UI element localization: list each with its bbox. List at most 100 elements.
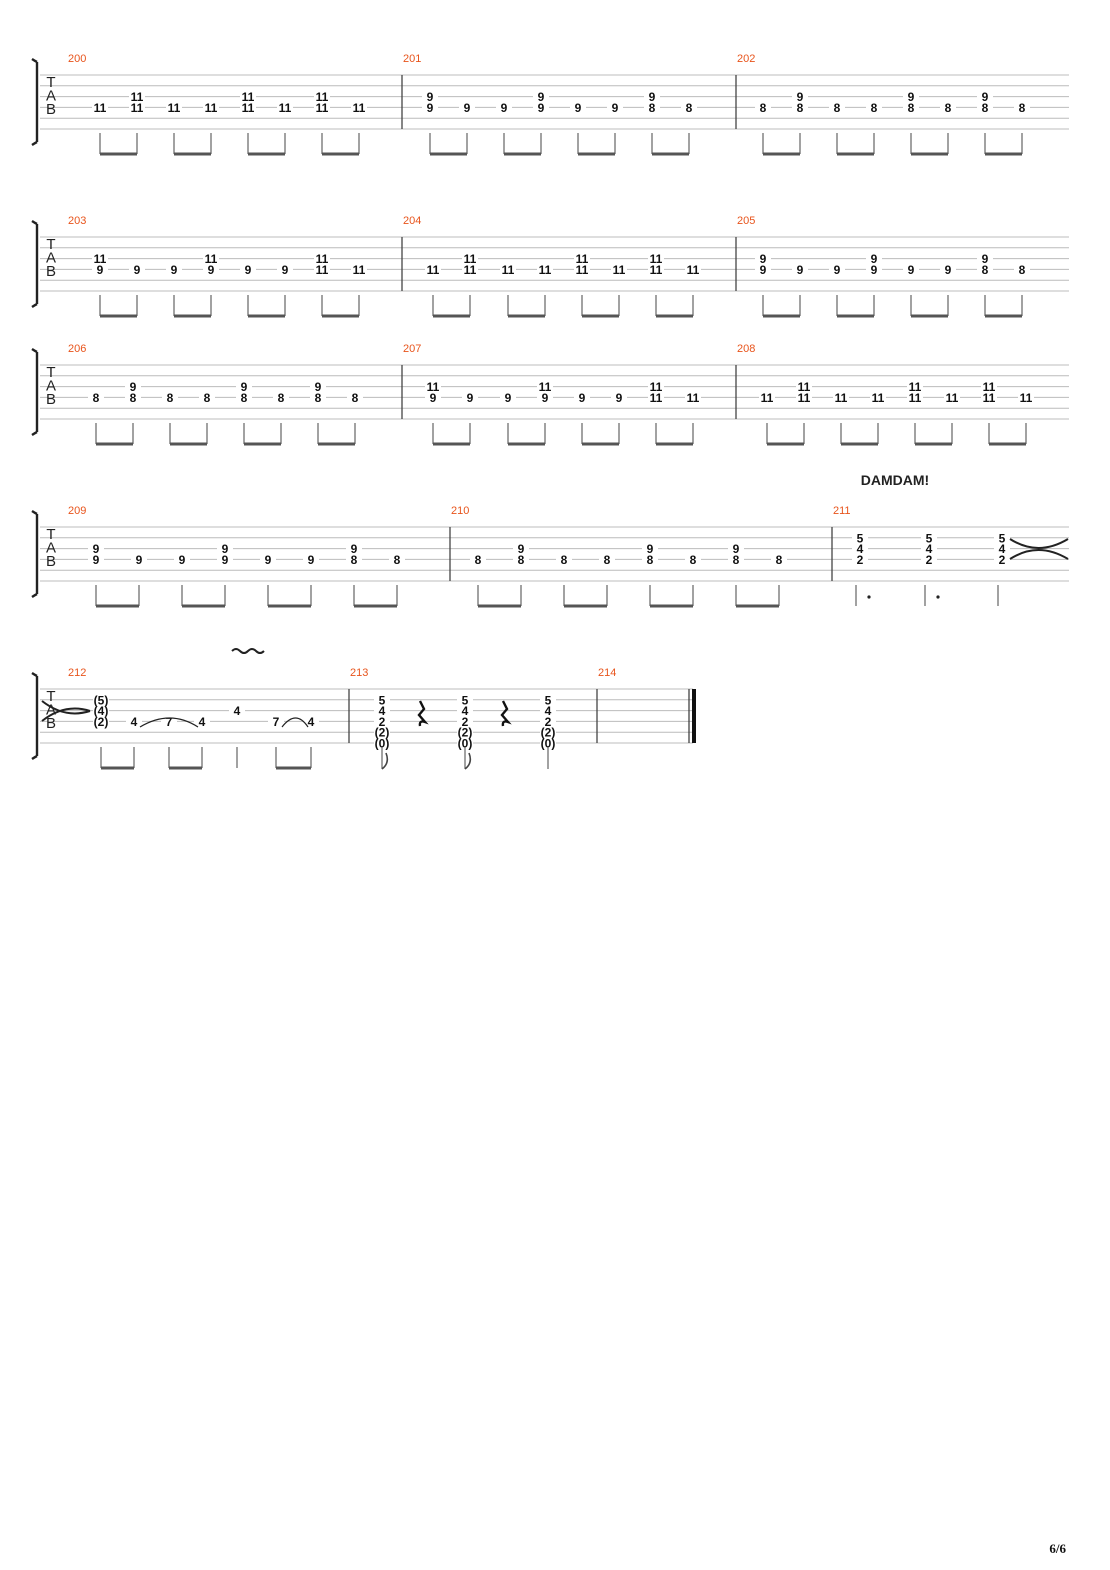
fret-bg (314, 254, 330, 265)
fret-bg (796, 392, 812, 403)
fret-bg (422, 102, 438, 113)
fret-bg (513, 554, 529, 565)
fret-number: 11 (94, 252, 107, 266)
fret-number: 8 (278, 391, 285, 405)
fret-number: 8 (686, 101, 693, 115)
fret-bg (500, 264, 516, 275)
fret-bg (1014, 102, 1030, 113)
fret-number: 9 (982, 90, 989, 104)
section-annotation: DAMDAM! (861, 472, 929, 488)
fret-bg (574, 392, 590, 403)
slur-curve (281, 717, 309, 728)
fret-number: 9 (430, 391, 437, 405)
fret-number: 11 (502, 263, 515, 277)
fret-bg (994, 544, 1010, 555)
fret-number: 11 (464, 263, 477, 277)
fret-number: 9 (208, 263, 215, 277)
fret-number: 11 (909, 380, 922, 394)
fret-bg (236, 392, 252, 403)
fret-bg (642, 544, 658, 555)
fret-number: 11 (613, 263, 626, 277)
fret-bg (125, 392, 141, 403)
fret-bg (540, 727, 556, 738)
fret-bg (648, 254, 664, 265)
fret-bg (852, 533, 868, 544)
fret-bg (903, 264, 919, 275)
fret-bg (644, 92, 660, 103)
fret-number: 5 (926, 531, 933, 545)
fret-number: 9 (945, 263, 952, 277)
fret-number: (4) (94, 704, 109, 718)
measure-number: 200 (68, 53, 86, 65)
fret-number: 9 (834, 263, 841, 277)
fret-bg (681, 102, 697, 113)
fret-bg (125, 382, 141, 393)
fret-bg (310, 392, 326, 403)
fret-bg (129, 102, 145, 113)
fret-number: 8 (518, 553, 525, 567)
fret-number: 8 (351, 553, 358, 567)
fret-number: 4 (926, 542, 933, 556)
measure-number: 202 (737, 53, 755, 65)
tab-clef-letter: A (46, 88, 56, 105)
fret-number: 5 (857, 531, 864, 545)
measure-number: 209 (68, 505, 86, 517)
fret-number: 9 (315, 380, 322, 394)
fret-bg (92, 254, 108, 265)
fret-bg (203, 102, 219, 113)
fret-bg (977, 92, 993, 103)
fret-bg (422, 92, 438, 103)
fret-number: 9 (351, 542, 358, 556)
fret-bg (462, 254, 478, 265)
fret-number: 9 (612, 101, 619, 115)
fret-bg (755, 254, 771, 265)
fret-number: 8 (475, 553, 482, 567)
fret-bg (833, 392, 849, 403)
fret-bg (277, 102, 293, 113)
fret-bg (755, 102, 771, 113)
dot-mark (867, 595, 871, 599)
fret-number: 9 (130, 380, 137, 394)
fret-number: 11 (316, 101, 329, 115)
fret-bg (866, 254, 882, 265)
measure-number: 207 (403, 343, 421, 355)
fret-bg (93, 706, 109, 717)
tab-clef-letter: T (46, 236, 55, 253)
fret-bg (1014, 264, 1030, 275)
fret-number: 11 (242, 90, 255, 104)
let-ring-curve (41, 700, 91, 722)
fret-number: (0) (375, 737, 390, 751)
fret-number: 11 (872, 391, 885, 405)
measure-number: 213 (350, 667, 368, 679)
tab-clef-letter: B (46, 553, 56, 570)
fret-bg (792, 264, 808, 275)
fret-bg (574, 264, 590, 275)
fret-bg (611, 264, 627, 275)
fret-bg (303, 554, 319, 565)
fret-bg (389, 554, 405, 565)
measure-number: 206 (68, 343, 86, 355)
fret-bg (217, 544, 233, 555)
fret-bg (607, 102, 623, 113)
tab-clef-letter: B (46, 263, 56, 280)
fret-number: 2 (379, 715, 386, 729)
fret-bg (907, 392, 923, 403)
fret-bg (425, 264, 441, 275)
fret-number: 8 (561, 553, 568, 567)
fret-number: 9 (518, 542, 525, 556)
fret-bg (314, 102, 330, 113)
fret-number: 8 (167, 391, 174, 405)
system-bracket (31, 510, 39, 598)
fret-bg (537, 392, 553, 403)
fret-bg (199, 392, 215, 403)
fret-bg (940, 264, 956, 275)
fret-number: 9 (871, 252, 878, 266)
fret-number: 11 (539, 380, 552, 394)
fret-bg (88, 392, 104, 403)
